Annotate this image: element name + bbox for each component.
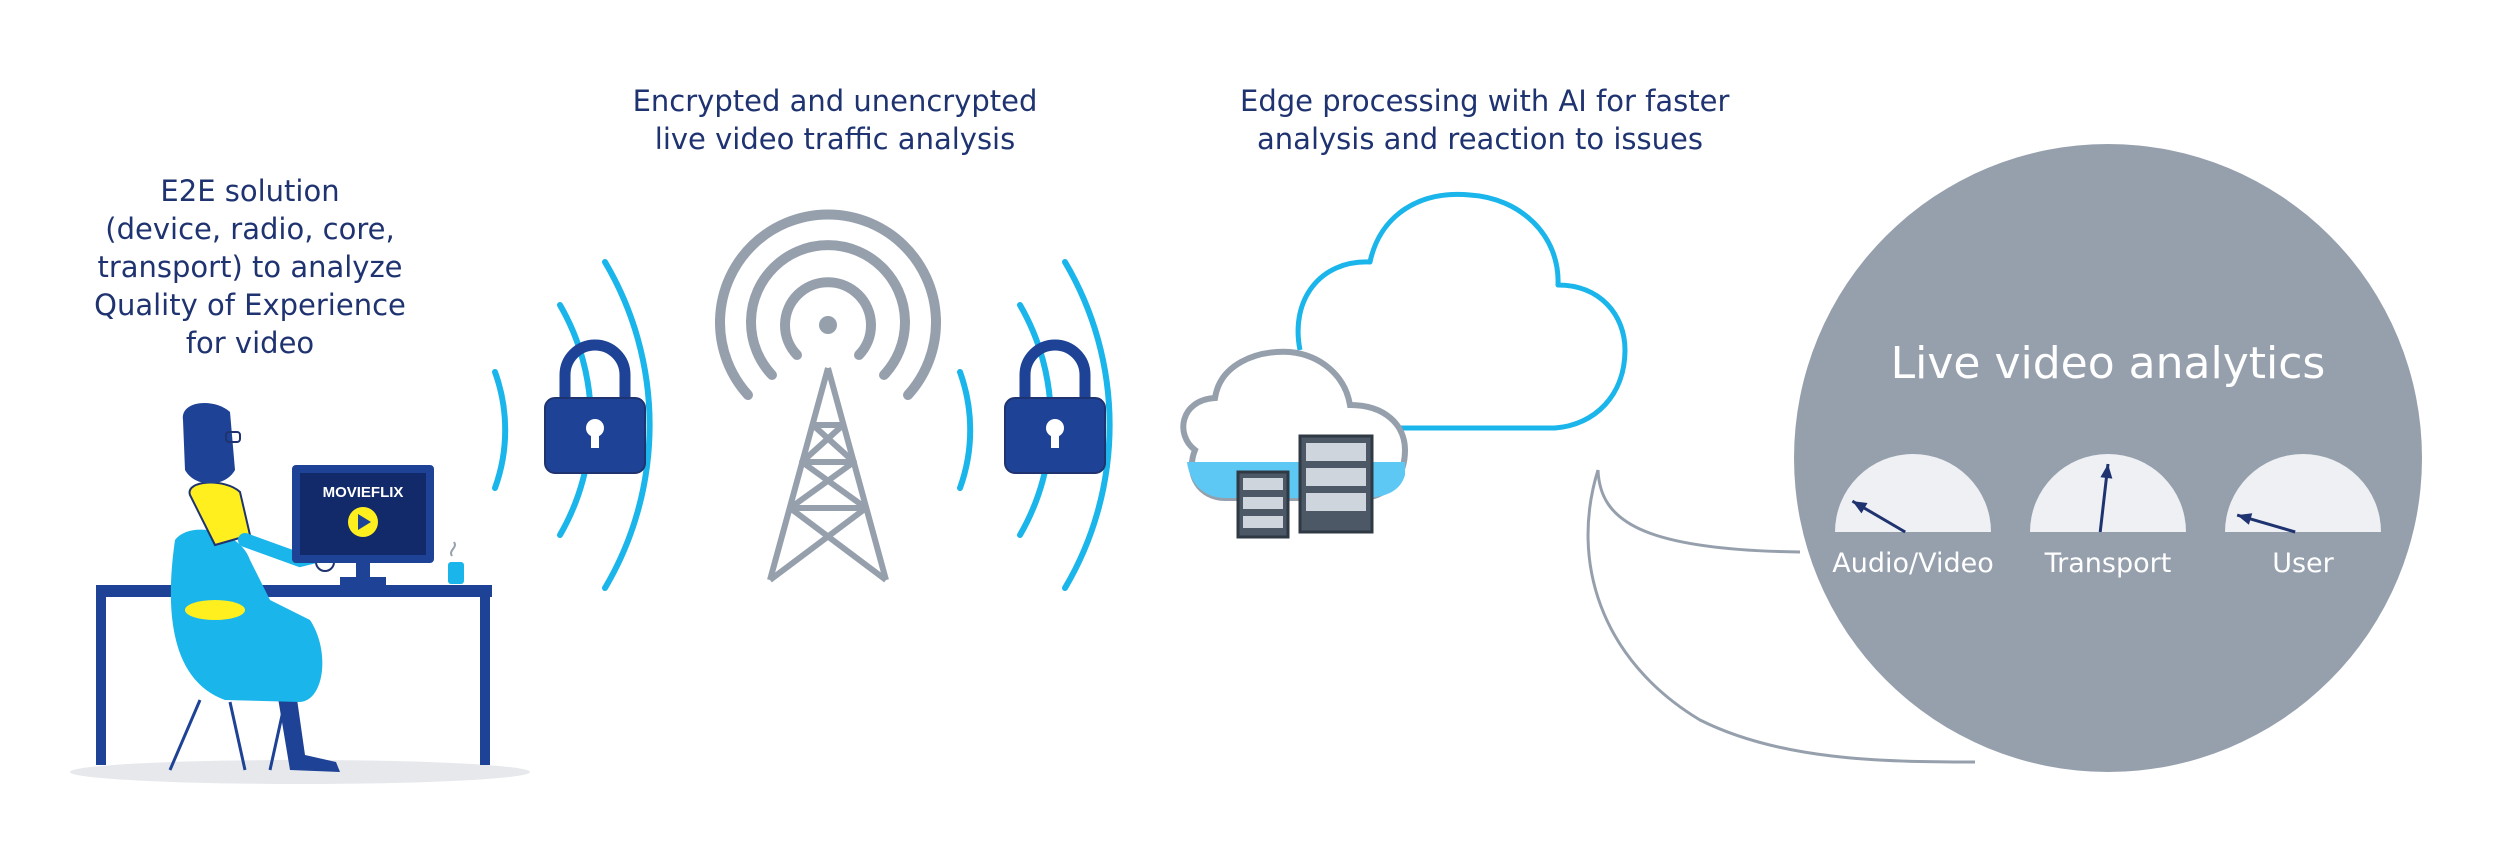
shirt-patch [185,600,245,620]
traffic-line: Encrypted and unencrypted [632,84,1038,118]
gauge-dial [2030,454,2186,532]
antenna-center-icon [819,316,837,334]
broadcast-ring [780,277,876,360]
floor-shadow [70,760,530,784]
keyhole-icon [1046,419,1064,437]
coffee-cup-icon [448,562,464,584]
edge-cloud-illustration [1180,191,1976,764]
steam-icon [450,541,456,557]
chair-seat [170,529,323,702]
gauge-1: Transport [2030,454,2186,579]
person-head [182,402,235,484]
gauge-label: Audio/Video [1832,548,1994,579]
desk-leg [480,597,490,765]
person-torso [188,481,252,547]
chair-leg [168,699,202,771]
encryption-lock-right [957,259,1113,591]
callout-connector [1596,469,1801,554]
radio-tower-illustration [715,209,941,583]
lock-shackle [559,339,631,400]
monitor-stand [356,563,370,577]
signal-arc [1062,259,1113,591]
edge-processing-label: Edge processing with AI for faster analy… [1240,82,1730,158]
edge-line: Edge processing with AI for faster [1240,84,1730,118]
gauge-group: Audio/Video Transport User [1832,454,2381,579]
edge-server-icon [1236,434,1374,539]
signal-arc [492,369,509,491]
e2e-line: E2E solution [160,174,340,208]
tower-lattice [767,367,889,583]
lock-shackle [1019,339,1091,400]
signal-arc [957,369,974,491]
e2e-line: (device, radio, core, [105,212,395,246]
movieflix-brand: MOVIEFLIX [323,484,404,501]
gauge-2: User [2225,454,2381,579]
live-video-analytics-panel: Live video analytics Audio/Video Transpor… [1794,144,2422,772]
callout-connector [1586,469,1976,764]
broadcast-ring [746,240,910,380]
keyhole-icon [586,419,604,437]
large-cloud-outline [1295,191,1628,431]
gauge-label: Transport [2044,548,2172,579]
e2e-line: Quality of Experience [94,288,406,322]
analytics-title: Live video analytics [1891,338,2326,389]
play-triangle-icon [358,514,371,530]
e2e-solution-label: E2E solution (device, radio, core, trans… [90,172,410,362]
e2e-line: transport) to analyze [97,250,403,284]
broadcast-ring [715,209,941,400]
e2e-line: for video [185,326,315,360]
chair-leg [228,701,247,771]
gauge-0: Audio/Video [1832,454,1994,579]
chair-leg [268,701,287,771]
edge-line: analysis and reaction to issues [1257,122,1703,156]
gauge-dial [2225,454,2381,532]
traffic-analysis-label: Encrypted and unencrypted live video tra… [620,82,1050,158]
traffic-line: live video traffic analysis [654,122,1016,156]
encryption-lock-left [492,259,653,591]
gauge-needle-head [2237,513,2253,525]
gauge-needle-head [2100,464,2113,479]
gauge-label: User [2272,548,2334,579]
desk-top [96,585,492,597]
keyhole-slot [1051,430,1059,448]
signal-arc [602,259,653,591]
person-at-desk-illustration: MOVIEFLIX [70,402,530,784]
monitor-base [340,577,386,585]
desk-leg [96,597,106,765]
keyhole-slot [591,430,599,448]
glasses-icon [225,431,241,443]
gauge-needle-head [1852,501,1868,514]
